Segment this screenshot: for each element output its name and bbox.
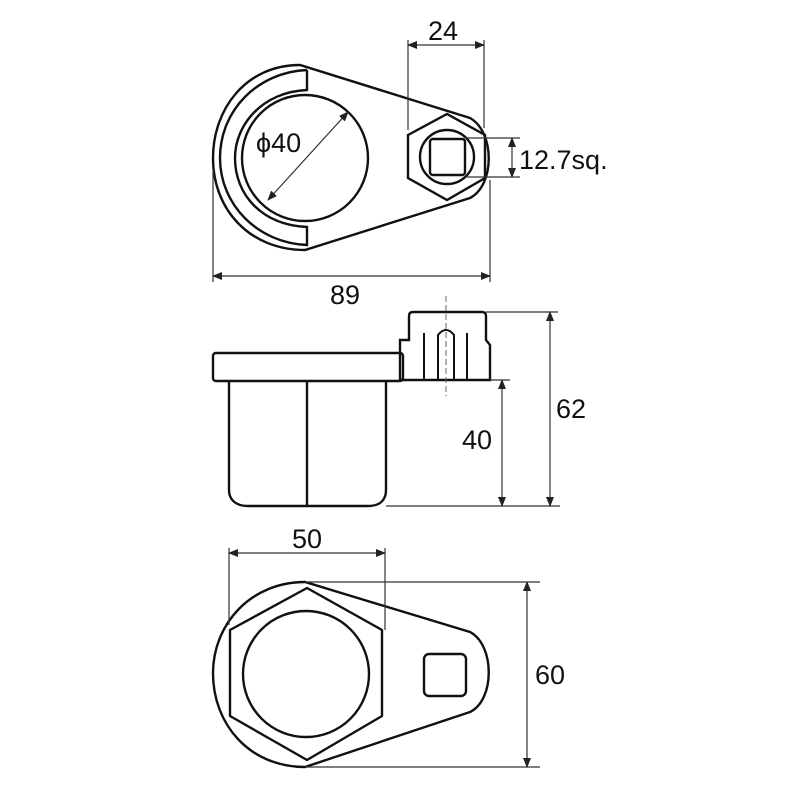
dim-40 — [386, 379, 560, 507]
hex-width-label: 24 — [428, 16, 458, 46]
diameter-line — [267, 111, 349, 201]
dim-89 — [212, 170, 491, 282]
side-socket — [398, 310, 492, 382]
dim-square — [465, 137, 520, 178]
top-view — [211, 63, 490, 252]
overall-height-label: 62 — [556, 394, 586, 424]
bottom-square-drive — [422, 652, 468, 698]
top-square-drive — [428, 137, 467, 177]
square-drive-label: 12.7sq. — [519, 145, 608, 175]
bore-diameter-label: ϕ40 — [256, 128, 301, 158]
side-view — [211, 310, 492, 508]
top-hex — [406, 112, 487, 202]
hex-across-flats-label: 50 — [292, 524, 322, 554]
top-bore-circle — [240, 93, 370, 223]
body-width-label: 60 — [535, 660, 565, 690]
overall-length-label: 89 — [330, 280, 360, 310]
dim-50 — [228, 548, 386, 630]
dim-24 — [407, 40, 485, 130]
dim-62 — [486, 311, 558, 507]
cup-height-label: 40 — [462, 425, 492, 455]
side-flange — [211, 351, 405, 383]
top-drive-circle — [418, 128, 476, 186]
top-slot-ring — [218, 68, 309, 247]
dim-60 — [305, 581, 540, 768]
bottom-view — [211, 580, 490, 769]
bottom-body-outline — [211, 580, 490, 769]
bottom-bore-circle — [241, 609, 371, 739]
top-body-outline — [211, 63, 490, 252]
bottom-hex — [228, 586, 384, 762]
